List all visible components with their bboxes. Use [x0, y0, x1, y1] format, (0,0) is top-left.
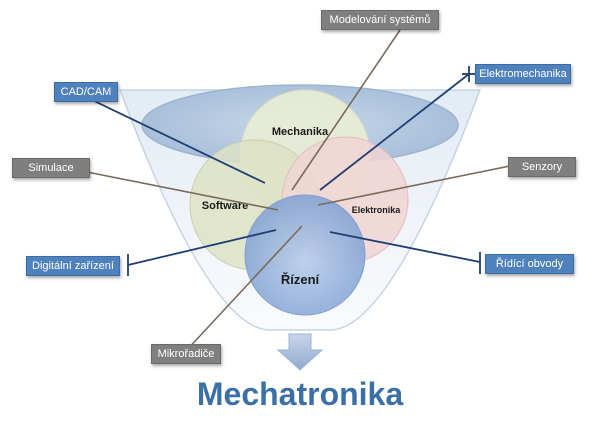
- gray-connectors: [66, 29, 516, 353]
- connector-simulace: [66, 167, 279, 211]
- circle-label-mechanika: Mechanika: [272, 126, 329, 138]
- connector-senzory: [317, 164, 516, 206]
- label-digitalni: Digitální zařízení: [26, 256, 120, 276]
- down-arrow-icon: [276, 333, 324, 371]
- connector-mikroradice: [184, 225, 303, 353]
- connector-ridici: [329, 231, 481, 263]
- label-simulace: Simulace: [12, 158, 90, 178]
- label-modelovani: Modelování systémů: [321, 10, 439, 30]
- circle-label-rizeni: Řízení: [281, 272, 320, 287]
- label-elektromechanika: Elektromechanika: [475, 64, 571, 84]
- blue-connectors: [87, 66, 481, 276]
- diagram-title: Mechatronika: [196, 376, 404, 412]
- connector-digitalni: [127, 229, 277, 266]
- circle-label-elektronika: Elektronika: [352, 205, 402, 215]
- label-cadcam: CAD/CAM: [54, 82, 118, 102]
- label-ridici: Řídící obvody: [485, 254, 574, 274]
- connector-elektromechanika: [319, 73, 470, 191]
- label-mikroradice: Mikrořadiče: [151, 344, 221, 364]
- connector-cadcam: [87, 97, 266, 184]
- label-senzory: Senzory: [508, 157, 576, 177]
- circle-rizeni: [244, 194, 366, 316]
- connector-modelovani: [291, 29, 401, 191]
- circle-label-software: Software: [202, 200, 248, 212]
